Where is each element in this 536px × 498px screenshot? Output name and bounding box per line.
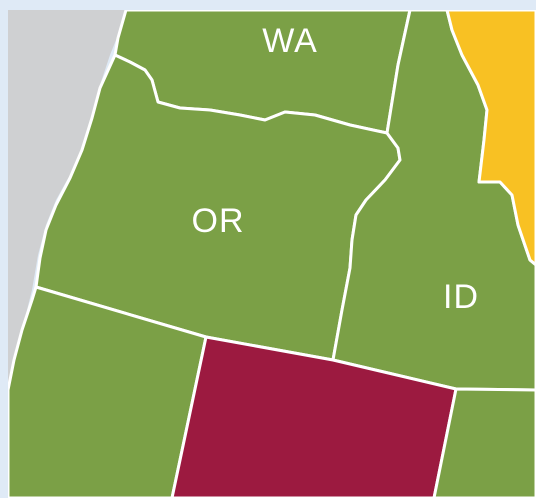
state-montana[interactable] (445, 8, 536, 267)
label-wa: WA (262, 22, 318, 60)
left-frame (0, 0, 8, 498)
gray-land-region (8, 10, 126, 390)
state-utah[interactable] (432, 387, 536, 498)
top-frame (0, 0, 536, 10)
label-or: OR (192, 202, 245, 240)
label-id: ID (443, 278, 479, 316)
